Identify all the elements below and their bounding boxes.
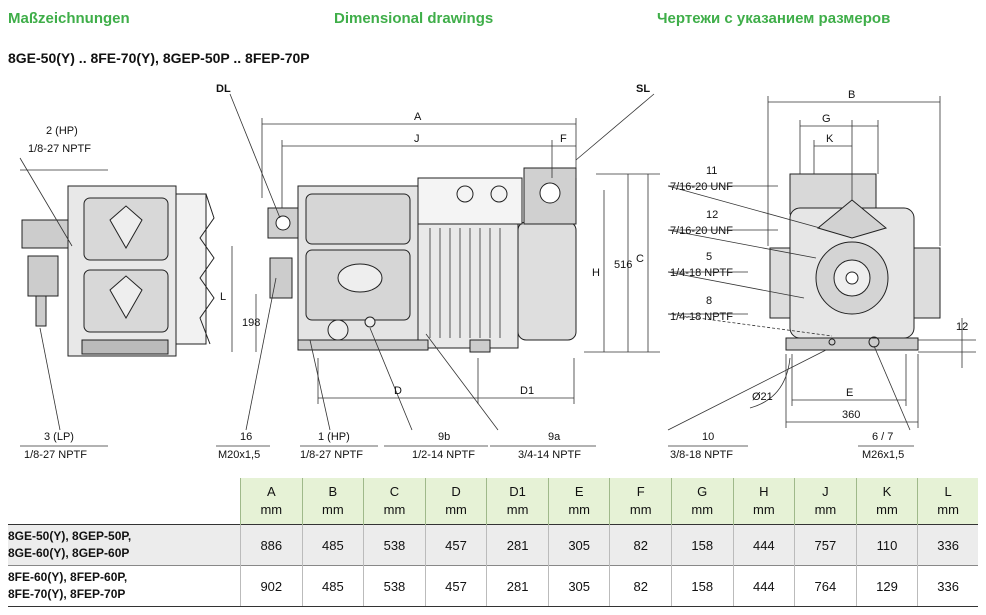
dim-a: A (414, 111, 422, 123)
dim-o21: Ø21 (752, 391, 773, 403)
leader-lines (19, 93, 914, 447)
dim-k: K (826, 133, 834, 145)
dim-198: 198 (242, 317, 260, 329)
compressor-front-view (769, 173, 941, 351)
label-p16-num: 16 (240, 431, 252, 443)
table-row: 8FE-60(Y), 8FEP-60P,8FE-70(Y), 8FEP-70P … (8, 565, 978, 607)
label-p67-num: 6 / 7 (872, 431, 893, 443)
dim-e: E (846, 387, 853, 399)
label-p3-num: 3 (LP) (44, 431, 74, 443)
label-p8-num: 8 (706, 295, 712, 307)
label-p12-num: 12 (706, 209, 718, 221)
model-cell: 8GE-50(Y), 8GEP-50P,8GE-60(Y), 8GEP-60P (8, 524, 241, 566)
value-cell: 457 (424, 524, 487, 566)
value-cell: 336 (917, 565, 978, 607)
value-cell: 538 (363, 524, 426, 566)
label-p10-num: 10 (702, 431, 714, 443)
label-p2-num: 2 (HP) (46, 125, 78, 137)
label-p1-num: 1 (HP) (318, 431, 350, 443)
dim-c: C (636, 253, 644, 265)
label-p9b-num: 9b (438, 431, 450, 443)
label-p5-thread: 1/4-18 NPTF (670, 267, 733, 279)
dim-f: F (560, 133, 567, 145)
value-cell: 82 (609, 524, 672, 566)
label-p5-num: 5 (706, 251, 712, 263)
label-p9a-num: 9a (548, 431, 561, 443)
header-russian: Чертежи с указанием размеров (657, 10, 891, 27)
value-cell: 485 (301, 524, 364, 566)
dimensional-drawing: DL SL 2 (HP) 1/8-27 NPTF 3 (LP) 1/8-27 N… (19, 83, 976, 461)
label-p8-thread: 1/4-18 NPTF (670, 311, 733, 323)
model-cell: 8FE-60(Y), 8FEP-60P,8FE-70(Y), 8FEP-70P (8, 565, 241, 607)
value-cell: 485 (301, 565, 364, 607)
value-cell: 764 (794, 565, 857, 607)
dim-l: L (220, 291, 226, 303)
value-cell: 158 (670, 565, 734, 607)
label-sl: SL (636, 83, 650, 95)
header-german: Maßzeichnungen (8, 10, 130, 27)
compressor-top-view (21, 185, 215, 357)
value-cell: 82 (609, 565, 672, 607)
value-cell: 281 (486, 524, 549, 566)
dim-12: 12 (956, 321, 968, 333)
label-p9b-thread: 1/2-14 NPTF (412, 449, 475, 461)
value-cell: 129 (855, 565, 918, 607)
dimension-lines (231, 96, 976, 428)
value-cell: 305 (547, 565, 610, 607)
dim-d1: D1 (520, 385, 534, 397)
table-header-corner (8, 478, 241, 525)
label-dl: DL (216, 83, 231, 95)
value-cell: 538 (363, 565, 426, 607)
label-p11-num: 11 (706, 165, 717, 177)
value-cell: 757 (794, 524, 857, 566)
label-p16-thread: M20x1,5 (218, 449, 260, 461)
dim-g: G (822, 113, 831, 125)
label-p3-thread: 1/8-27 NPTF (24, 449, 87, 461)
value-cell: 158 (670, 524, 734, 566)
label-p1-thread: 1/8-27 NPTF (300, 449, 363, 461)
dim-d: D (394, 385, 402, 397)
label-p9a-thread: 3/4-14 NPTF (518, 449, 581, 461)
table-row: 8GE-50(Y), 8GEP-50P,8GE-60(Y), 8GEP-60P … (8, 524, 978, 566)
dim-516: 516 (614, 259, 632, 271)
dim-j: J (414, 133, 420, 145)
compressor-side-view (267, 167, 577, 353)
value-cell: 902 (240, 565, 303, 607)
label-p67-thread: M26x1,5 (862, 449, 904, 461)
value-cell: 281 (486, 565, 549, 607)
value-cell: 336 (917, 524, 978, 566)
header-english: Dimensional drawings (334, 10, 494, 27)
model-range-title: 8GE-50(Y) .. 8FE-70(Y), 8GEP-50P .. 8FEP… (8, 50, 310, 66)
value-cell: 444 (732, 565, 795, 607)
value-cell: 110 (855, 524, 918, 566)
value-cell: 444 (732, 524, 795, 566)
label-p10-thread: 3/8-18 NPTF (670, 449, 733, 461)
dim-360: 360 (842, 409, 860, 421)
value-cell: 886 (240, 524, 303, 566)
dim-b: B (848, 89, 855, 101)
value-cell: 457 (424, 565, 487, 607)
label-p2-thread: 1/8-27 NPTF (28, 143, 91, 155)
label-p12-thread: 7/16-20 UNF (670, 225, 733, 237)
dim-h: H (592, 267, 600, 279)
label-p11-thread: 7/16-20 UNF (670, 181, 733, 193)
value-cell: 305 (547, 524, 610, 566)
